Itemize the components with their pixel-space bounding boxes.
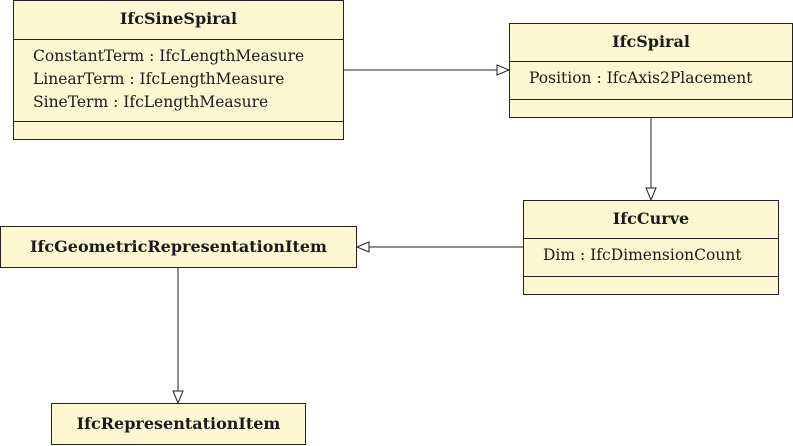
attributes-section: Position : IfcAxis2Placement	[510, 61, 792, 99]
class-ifccurve[interactable]: IfcCurve Dim : IfcDimensionCount	[523, 200, 779, 295]
generalization-arrowhead	[645, 187, 657, 202]
attribute: SineTerm : IfcLengthMeasure	[33, 93, 269, 111]
class-name: IfcGeometricRepresentationItem	[30, 237, 327, 256]
class-ifcsinespiral[interactable]: IfcSineSpiral ConstantTerm : IfcLengthMe…	[13, 0, 344, 140]
attribute: Dim : IfcDimensionCount	[543, 246, 742, 264]
attribute: Position : IfcAxis2Placement	[529, 69, 753, 87]
generalization-arrowhead	[172, 390, 184, 405]
class-ifcgeometricrepresentationitem[interactable]: IfcGeometricRepresentationItem	[0, 226, 357, 268]
operations-section	[14, 121, 343, 139]
class-ifcrepresentationitem[interactable]: IfcRepresentationItem	[51, 403, 306, 445]
attributes-section: Dim : IfcDimensionCount	[524, 238, 778, 276]
class-name: IfcSineSpiral	[119, 9, 238, 28]
class-name: IfcRepresentationItem	[76, 414, 281, 433]
generalization-arrowhead	[355, 241, 370, 253]
generalization-arrowhead	[496, 64, 511, 76]
class-name: IfcSpiral	[612, 32, 690, 51]
operations-section	[510, 99, 792, 117]
attribute: LinearTerm : IfcLengthMeasure	[33, 70, 285, 88]
class-ifcspiral[interactable]: IfcSpiral Position : IfcAxis2Placement	[509, 23, 793, 118]
operations-section	[524, 276, 778, 294]
attribute: ConstantTerm : IfcLengthMeasure	[33, 47, 305, 65]
attributes-section: ConstantTerm : IfcLengthMeasure LinearTe…	[14, 39, 343, 121]
class-name: IfcCurve	[612, 209, 690, 228]
